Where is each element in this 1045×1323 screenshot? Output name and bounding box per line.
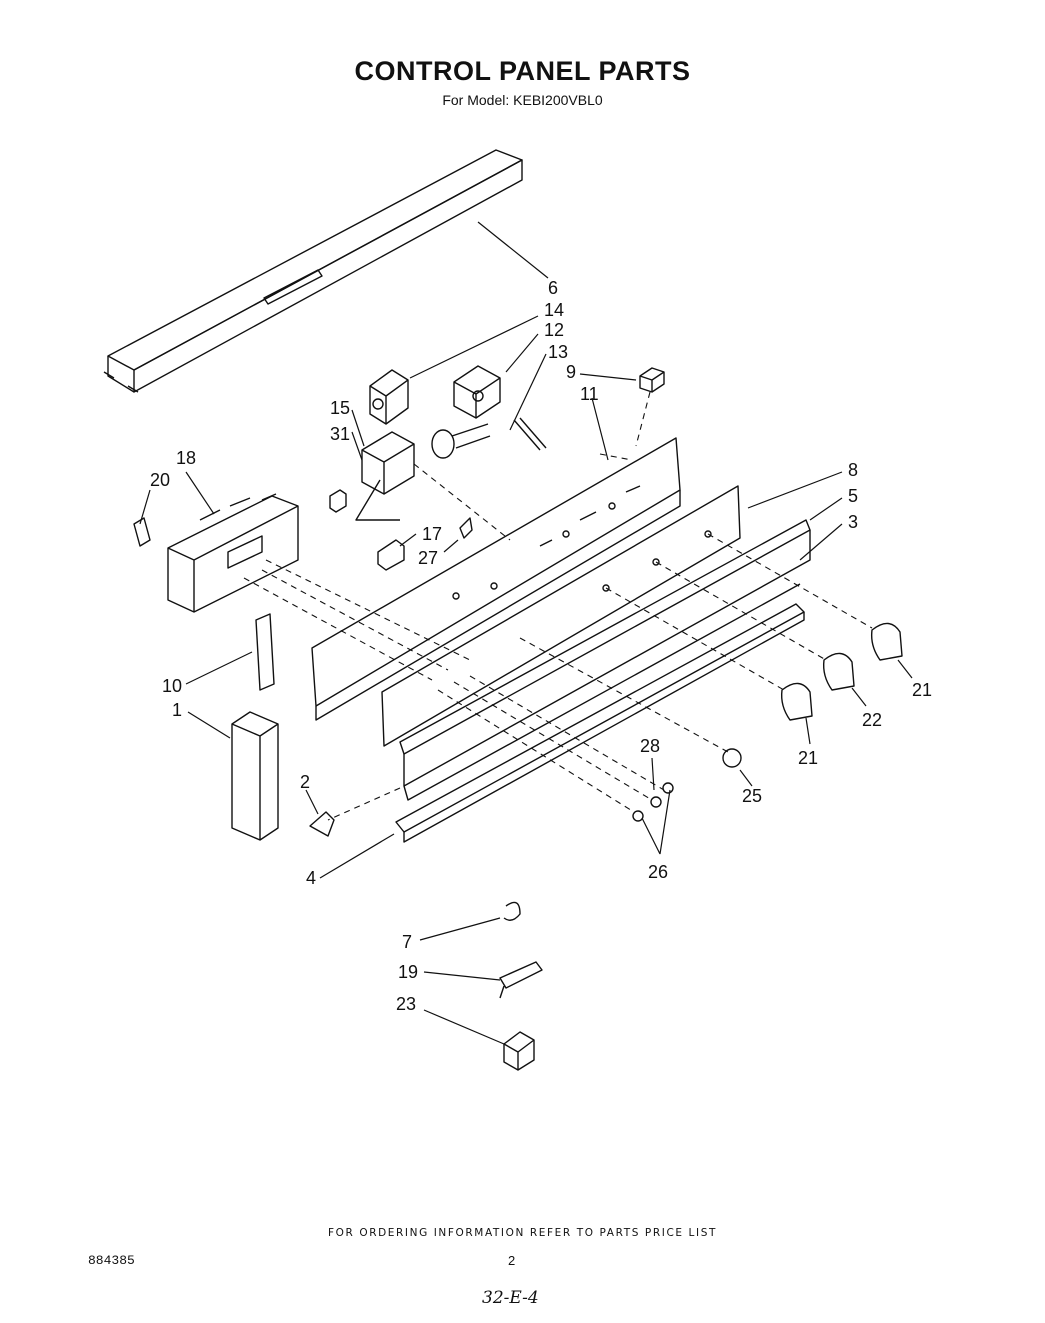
part-terminal-block bbox=[503, 1031, 535, 1071]
part-switch bbox=[453, 365, 501, 419]
callout-27: 27 bbox=[418, 548, 438, 568]
callout-19: 19 bbox=[398, 962, 418, 982]
callout-21b: 21 bbox=[798, 748, 818, 768]
callout-6: 6 bbox=[548, 278, 558, 298]
callout-17: 17 bbox=[422, 524, 442, 544]
callout-26: 26 bbox=[648, 862, 668, 882]
part-relay bbox=[355, 431, 415, 521]
part-transformer bbox=[369, 369, 409, 425]
part-spring-clip bbox=[503, 901, 521, 921]
callout-7: 7 bbox=[402, 932, 412, 952]
part-clock-module bbox=[167, 493, 299, 613]
ordering-note: FOR ORDERING INFORMATION REFER TO PARTS … bbox=[328, 1227, 717, 1239]
callout-31: 31 bbox=[330, 424, 350, 444]
callout-15: 15 bbox=[330, 398, 350, 418]
page-number: 2 bbox=[508, 1253, 516, 1268]
part-harness-clip bbox=[499, 961, 543, 999]
callout-2: 2 bbox=[300, 772, 310, 792]
part-end-cap bbox=[231, 711, 279, 841]
document-number: 884385 bbox=[88, 1253, 135, 1268]
model-subtitle: For Model: KEBI200VBL0 bbox=[442, 92, 603, 108]
callout-14: 14 bbox=[544, 300, 564, 320]
callout-21: 21 bbox=[912, 680, 932, 700]
callout-1: 1 bbox=[172, 700, 182, 720]
leader-lines bbox=[139, 221, 913, 1045]
callout-8: 8 bbox=[848, 460, 858, 480]
part-control-panel bbox=[311, 437, 681, 721]
part-brackets bbox=[133, 517, 275, 691]
page-title: CONTROL PANEL PARTS bbox=[354, 56, 691, 86]
part-bottom-strip bbox=[395, 603, 805, 843]
handwritten-code: 32-E-4 bbox=[482, 1288, 539, 1308]
callout-5: 5 bbox=[848, 486, 858, 506]
part-clips bbox=[329, 489, 473, 571]
callout-9: 9 bbox=[566, 362, 576, 382]
callout-3: 3 bbox=[848, 512, 858, 532]
part-lamp bbox=[431, 417, 547, 459]
part-knob-cap bbox=[639, 367, 665, 393]
callout-25: 25 bbox=[742, 786, 762, 806]
callout-10: 10 bbox=[162, 676, 182, 696]
callout-22: 22 bbox=[862, 710, 882, 730]
part-plug-button bbox=[309, 811, 335, 837]
callout-20: 20 bbox=[150, 470, 170, 490]
callout-18: 18 bbox=[176, 448, 196, 468]
callout-13: 13 bbox=[548, 342, 568, 362]
callout-28: 28 bbox=[640, 736, 660, 756]
callout-4: 4 bbox=[306, 868, 316, 888]
callout-12: 12 bbox=[544, 320, 564, 340]
alignment-lines bbox=[243, 391, 873, 821]
part-trim-strips bbox=[399, 519, 811, 801]
part-screws bbox=[632, 748, 742, 822]
callout-23: 23 bbox=[396, 994, 416, 1014]
part-knobs bbox=[780, 622, 903, 721]
part-overlay-panel bbox=[381, 485, 741, 747]
callout-11: 11 bbox=[580, 384, 599, 404]
callout-labels: 6 14 12 13 9 11 15 31 18 20 8 5 3 17 27 … bbox=[150, 278, 932, 1014]
part-top-trim-bar bbox=[103, 149, 523, 393]
